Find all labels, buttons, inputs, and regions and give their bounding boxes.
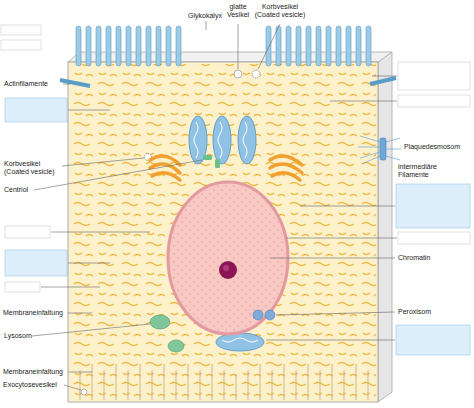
part-label: glatte Vesikel bbox=[224, 3, 252, 19]
part-label: Exocytosevesikel bbox=[3, 381, 68, 389]
part-label: Membraneinfaltung bbox=[3, 309, 68, 317]
part-label: Peroxisom bbox=[398, 308, 466, 316]
part-label: Actinfilamente bbox=[4, 80, 64, 88]
part-label: Membraneinfaltung bbox=[3, 368, 68, 376]
part-label: intermediäre Filamente bbox=[398, 163, 466, 179]
part-label: Lysosom bbox=[4, 332, 64, 340]
part-label: Glykokalyx bbox=[184, 12, 226, 20]
part-label: Centriol bbox=[4, 186, 64, 194]
part-label: Plaquedesmosom bbox=[404, 143, 470, 151]
part-label: Korbvesikel (Coated vesicle) bbox=[4, 160, 64, 176]
part-label: Korbvesikel (Coated vesicle) bbox=[250, 3, 310, 19]
part-label: Chromatin bbox=[398, 254, 466, 262]
